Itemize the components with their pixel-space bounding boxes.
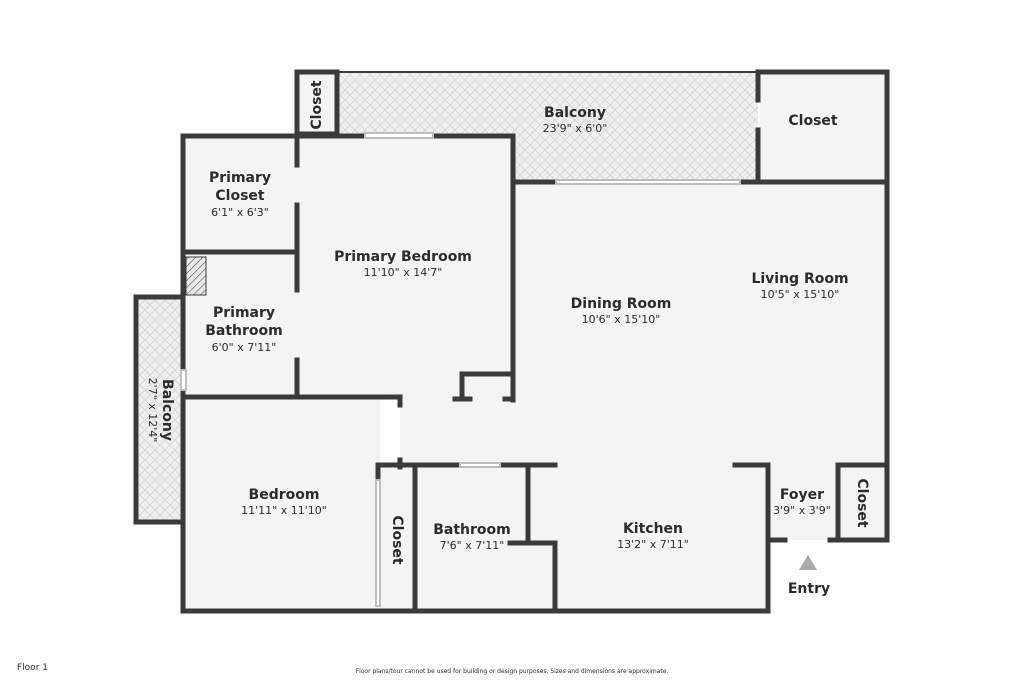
dining-room-name: Dining Room [571, 296, 672, 312]
primary-closet-name-1: Primary [209, 170, 271, 186]
kitchen-dims: 13'2" x 7'11" [617, 538, 689, 551]
dining-room-dims: 10'6" x 15'10" [582, 313, 661, 326]
bathroom-dims: 7'6" x 7'11" [440, 539, 505, 552]
primary-bedroom-dims: 11'10" x 14'7" [364, 266, 443, 279]
floor-fills [136, 72, 887, 611]
bedroom-name: Bedroom [249, 487, 320, 503]
door-closet-bedroom [375, 479, 381, 607]
balcony-side-dims: 2'7" x 12'4" [146, 378, 159, 443]
foyer-floor [768, 465, 838, 540]
bathroom-name: Bathroom [433, 522, 511, 538]
door-bathroom [459, 462, 501, 468]
primary-bathroom-name-2: Bathroom [205, 323, 283, 339]
window-side-balcony [180, 369, 187, 391]
kitchen-name: Kitchen [623, 521, 683, 537]
primary-closet-floor [183, 136, 297, 252]
living-room-dims: 10'5" x 15'10" [761, 288, 840, 301]
balcony-side-name: Balcony [159, 379, 175, 441]
closet-top-right-name: Closet [788, 113, 838, 129]
bedroom-floor [183, 397, 380, 611]
primary-closet-dims: 6'1" x 6'3" [211, 206, 269, 219]
main-living-floor [513, 180, 887, 467]
hall-floor [400, 397, 513, 467]
primary-closet-name-2: Closet [215, 188, 265, 204]
balcony-top-name: Balcony [544, 105, 606, 121]
primary-bedroom-name: Primary Bedroom [334, 249, 472, 265]
primary-bathroom-name-1: Primary [213, 305, 275, 321]
closet-bedroom-floor [378, 465, 415, 611]
bedroom-dims: 11'11" x 11'10" [241, 504, 327, 517]
closet-top-left-name: Closet [309, 80, 325, 130]
kitchen-floor [528, 465, 768, 611]
living-room-name: Living Room [751, 271, 848, 287]
room-labels: Balcony 23'9" x 6'0" Closet Closet Prima… [146, 80, 870, 565]
shaft-hatch [185, 256, 207, 296]
foyer-dims: 3'9" x 3'9" [773, 504, 831, 517]
balcony-side-floor [136, 297, 183, 522]
closet-top-left-floor [297, 72, 335, 134]
window-primary-bedroom [364, 132, 434, 139]
closet-bedroom-name: Closet [389, 515, 405, 565]
entry-label: Entry [788, 581, 830, 597]
windows [180, 132, 741, 607]
floor-label: Floor 1 [17, 663, 48, 673]
entry-arrow-icon [799, 555, 817, 570]
door-balcony-slider [555, 179, 741, 185]
closet-foyer-floor [838, 465, 887, 540]
closet-top-right-floor [760, 72, 887, 180]
primary-bedroom-floor [297, 136, 513, 397]
walls [133, 69, 890, 614]
closet-foyer-name: Closet [854, 478, 870, 528]
disclaimer: Floor plans/tour cannot be used for buil… [356, 668, 669, 675]
primary-bathroom-dims: 6'0" x 7'11" [212, 341, 277, 354]
foyer-name: Foyer [780, 487, 824, 503]
balcony-top-dims: 23'9" x 6'0" [543, 122, 608, 135]
